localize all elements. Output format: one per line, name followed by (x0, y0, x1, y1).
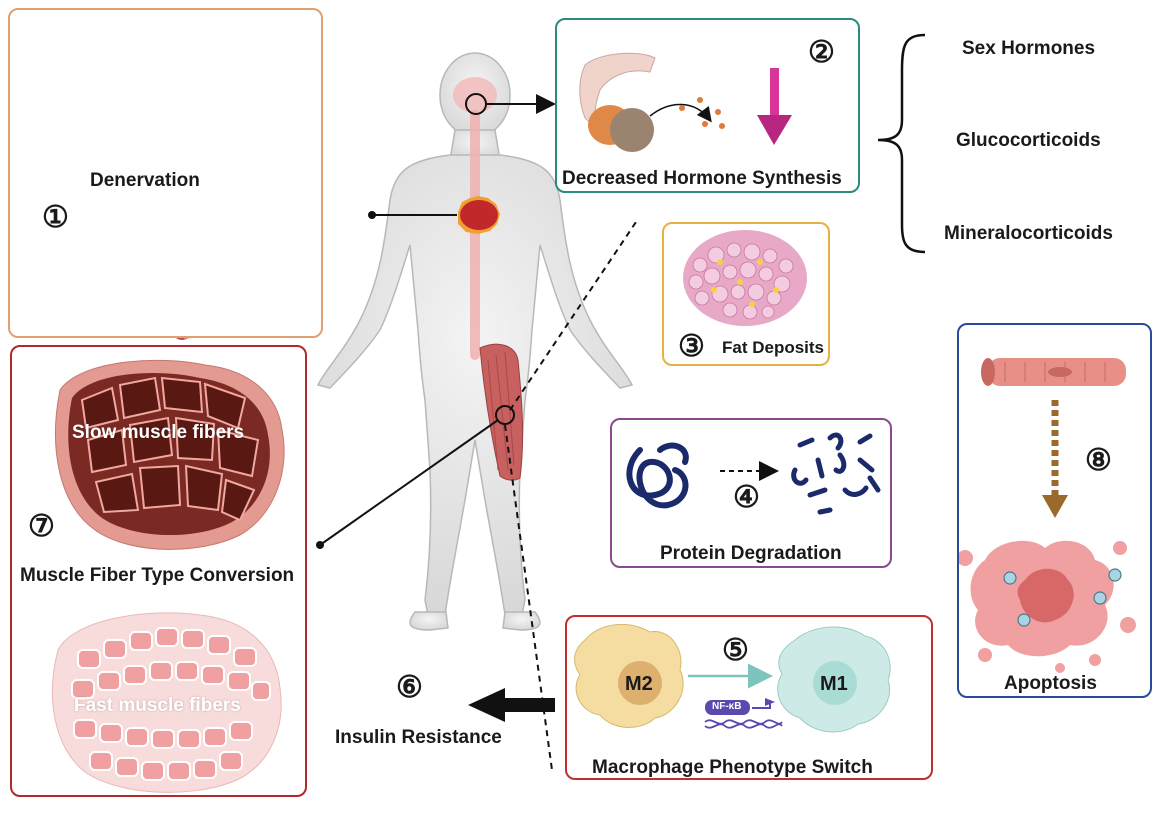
fat-number: ③ (678, 330, 705, 363)
apoptosis-number: ⑧ (1085, 444, 1112, 477)
fiber-panel (10, 345, 307, 797)
fat-panel (662, 222, 830, 366)
hormone-panel (555, 18, 860, 193)
protein-panel (610, 418, 892, 568)
slow-fiber-label: Slow muscle fibers (72, 422, 245, 443)
hormone-item-sex: Sex Hormones (962, 38, 1096, 59)
hormone-item-mineralocorticoids: Mineralocorticoids (944, 223, 1113, 244)
dashed-line-upper (509, 221, 637, 411)
human-body (316, 52, 634, 631)
insulin-number: ⑥ (396, 671, 423, 704)
protein-number: ④ (733, 481, 760, 514)
fat-tissue-icon (683, 230, 807, 326)
protein-label: Protein Degradation (660, 543, 842, 564)
macrophage-panel (565, 615, 933, 780)
m1-macrophage-icon (777, 626, 891, 733)
fiber-number: ⑦ (28, 510, 55, 543)
denervation-number: ① (42, 201, 69, 234)
insulin-arrow (468, 688, 555, 722)
slow-fiber-icon (55, 359, 285, 550)
apoptosis-label: Apoptosis (1004, 673, 1097, 694)
nfkb-dna-icon (704, 698, 783, 729)
fat-label: Fat Deposits (722, 338, 825, 357)
m2-label: M2 (625, 673, 653, 695)
hormone-brace (877, 33, 926, 254)
hormone-number: ② (808, 36, 835, 69)
fast-fiber-label: Fast muscle fibers (74, 695, 241, 716)
decrease-arrow-icon (757, 68, 792, 145)
pituitary-gland-icon (579, 52, 725, 152)
macrophage-number: ⑤ (722, 634, 749, 667)
muscle-marker-ring (495, 405, 515, 425)
apoptotic-cell-icon (957, 540, 1136, 673)
m1-label: M1 (820, 673, 848, 695)
hormone-item-glucocorticoids: Glucocorticoids (956, 130, 1101, 151)
apoptosis-panel (957, 323, 1152, 698)
dashed-line-lower (504, 424, 553, 771)
denervation-panel (8, 8, 323, 338)
adrenal-organ-icon (458, 196, 500, 234)
protein-coil-icon (626, 442, 689, 509)
apoptosis-arrow-icon (1042, 400, 1068, 518)
m2-macrophage-icon (574, 623, 684, 728)
insulin-label: Insulin Resistance (335, 727, 502, 748)
hormone-label: Decreased Hormone Synthesis (562, 168, 842, 189)
nfkb-label: NF-κB (712, 701, 742, 712)
protein-fragments-icon (791, 432, 881, 515)
fiber-label: Muscle Fiber Type Conversion (20, 565, 295, 586)
muscle-to-fiber-connector (319, 419, 499, 546)
denervation-label: Denervation (90, 170, 200, 191)
macrophage-label: Macrophage Phenotype Switch (592, 757, 873, 778)
fast-fiber-icon (52, 612, 282, 793)
muscle-cell-icon (981, 358, 1126, 386)
